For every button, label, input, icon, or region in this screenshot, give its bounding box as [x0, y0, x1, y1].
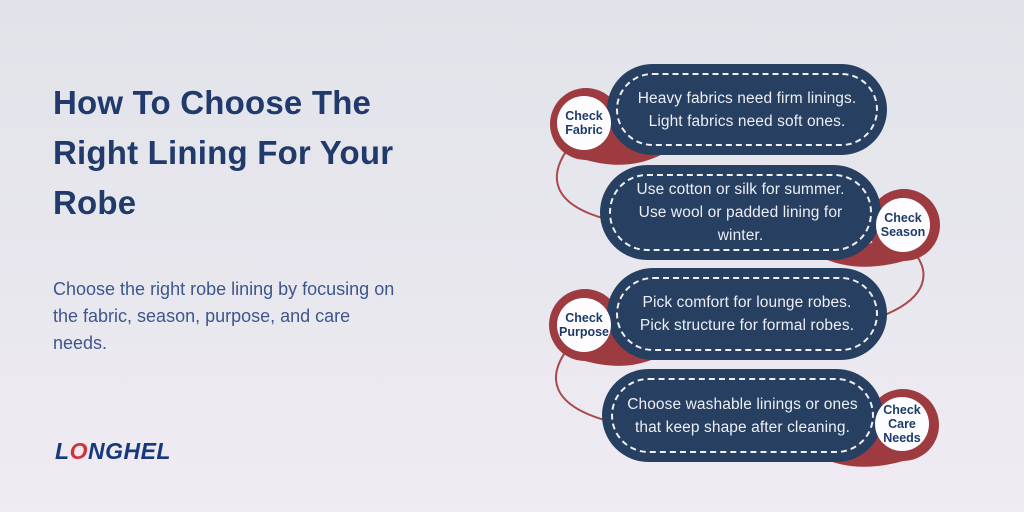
connector-line-1	[555, 149, 607, 220]
badge-label-line: Check	[884, 211, 922, 225]
badge-check-care-needs: Check Care Needs	[875, 397, 929, 451]
step-card-season-text: Use cotton or silk for summer. Use wool …	[636, 178, 844, 247]
step-card-fabric-text: Heavy fabrics need firm linings. Light f…	[638, 87, 857, 133]
badge-label-line: Fabric	[565, 123, 603, 137]
step-card-care-needs: Choose washable linings or ones that kee…	[602, 369, 883, 462]
logo-o-swirl-icon: O	[69, 438, 88, 464]
step-card-season: Use cotton or silk for summer. Use wool …	[600, 165, 881, 260]
step-text-line: Pick structure for formal robes.	[639, 317, 855, 334]
badge-check-season: Check Season	[876, 198, 930, 252]
badge-label-line: Purpose	[558, 325, 609, 339]
step-card-fabric: Heavy fabrics need firm linings. Light f…	[607, 64, 887, 155]
page-title-line-1: How To Choose The	[53, 84, 372, 121]
step-text-line: Pick comfort for lounge robes.	[642, 294, 852, 311]
badge-label-line: Season	[880, 225, 926, 239]
page-title: How To Choose The Right Lining For Your …	[53, 78, 483, 228]
badge-label-line: Check	[565, 311, 603, 325]
badge-label-line: Check	[883, 403, 921, 417]
brand-logo: LONGHEL	[55, 438, 171, 465]
badge-label-line: Care	[888, 417, 916, 431]
page-title-line-3: Robe	[53, 184, 137, 221]
badge-label-line: Check	[565, 109, 603, 123]
badge-check-purpose: Check Purpose	[557, 298, 611, 352]
step-text-line: Light fabrics need soft ones.	[648, 112, 846, 130]
step-text-line: that keep shape after cleaning.	[634, 418, 851, 436]
connector-line-3	[555, 350, 609, 422]
step-card-purpose: Pick comfort for lounge robes. Pick stru…	[607, 268, 887, 360]
step-text-line: Choose washable linings or ones	[627, 395, 858, 413]
step-text-line: winter.	[717, 227, 764, 244]
badge-label-line: Needs	[883, 431, 921, 445]
badge-check-fabric: Check Fabric	[557, 96, 611, 150]
logo-text-post: NGHEL	[87, 438, 171, 464]
step-text-line: Use wool or padded lining for	[638, 204, 843, 221]
page-title-line-2: Right Lining For Your	[53, 134, 394, 171]
step-text-line: Heavy fabrics need firm linings.	[637, 89, 857, 107]
step-card-purpose-text: Pick comfort for lounge robes. Pick stru…	[640, 291, 854, 337]
logo-text-pre: L	[55, 438, 70, 464]
step-card-care-needs-text: Choose washable linings or ones that kee…	[627, 393, 858, 439]
step-text-line: Use cotton or silk for summer.	[636, 181, 845, 198]
page-description: Choose the right robe lining by focusing…	[53, 279, 395, 353]
